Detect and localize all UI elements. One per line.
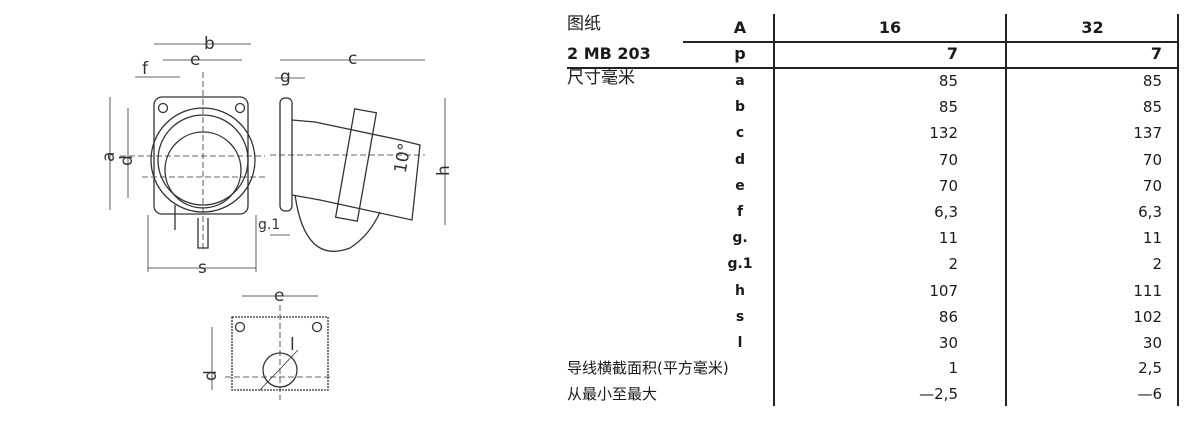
row-param: c xyxy=(735,125,745,142)
dim-label-a: a xyxy=(99,152,119,162)
row-value-v32: 85 xyxy=(1142,98,1162,117)
row-value-v32: 85 xyxy=(1142,72,1162,90)
row-value-v32: 30 xyxy=(1142,334,1162,352)
dim-label-h: h xyxy=(434,165,454,176)
row-value-v32: 70 xyxy=(1142,176,1162,195)
front-view xyxy=(109,43,265,272)
model-number: 2 MB 203 xyxy=(567,44,651,63)
header-32a: 32 xyxy=(1081,18,1104,37)
row-param: g.1 xyxy=(727,256,753,273)
header-param-a: A xyxy=(733,18,747,37)
row-param: a xyxy=(735,73,745,89)
side-view xyxy=(270,59,446,252)
row-value-v16: 30 xyxy=(938,334,958,352)
range-label: 从最小至最大 xyxy=(567,385,658,403)
row-param: f xyxy=(736,204,744,220)
row-value-v32: 102 xyxy=(1133,307,1162,326)
dim-label-d-cutout: d xyxy=(201,370,221,381)
poles-16a: 7 xyxy=(946,44,958,63)
cross-section-label: 导线横截面积(平方毫米) xyxy=(567,359,729,377)
row-value-v16: 86 xyxy=(938,307,958,326)
range-16a: —2,5 xyxy=(919,385,958,403)
dim-label-e-cutout: e xyxy=(274,286,284,306)
row-value-v16: 11 xyxy=(938,229,958,248)
dim-label-c: c xyxy=(348,49,357,69)
row-value-v32: 6,3 xyxy=(1138,203,1162,221)
row-value-v32: 2 xyxy=(1152,255,1162,274)
cross-section-16a: 1 xyxy=(948,359,958,377)
dimensions-label: 尺寸毫米 xyxy=(567,68,635,88)
poles-32a: 7 xyxy=(1150,44,1162,63)
row-value-v16: 85 xyxy=(938,72,958,90)
technical-drawing: b e f c g a d h g.1 s 10° e d l xyxy=(99,34,454,400)
dim-label-e: e xyxy=(190,50,200,70)
row-value-v16: 107 xyxy=(929,281,958,300)
panel-cutout-view xyxy=(211,295,330,400)
row-value-v32: 70 xyxy=(1142,150,1162,169)
dim-label-d: d xyxy=(117,155,137,166)
row-value-v16: 70 xyxy=(938,176,958,195)
table-title: 图纸 xyxy=(567,14,601,34)
cross-section-32a: 2,5 xyxy=(1138,359,1162,377)
dim-label-b: b xyxy=(204,34,215,54)
dim-label-g: g xyxy=(280,67,291,87)
row-value-v32: 11 xyxy=(1142,229,1162,248)
row-param: l xyxy=(737,335,743,351)
dim-label-f: f xyxy=(142,59,149,79)
row-param: b xyxy=(734,99,746,116)
dim-label-g1: g.1 xyxy=(258,217,280,233)
angle-label: 10° xyxy=(391,141,416,174)
row-value-v16: 6,3 xyxy=(934,203,958,221)
header-param-p: p xyxy=(734,44,746,63)
range-32a: —6 xyxy=(1137,385,1162,403)
row-param: e xyxy=(735,177,745,194)
row-value-v16: 85 xyxy=(938,98,958,117)
row-value-v16: 70 xyxy=(938,150,958,169)
row-value-v32: 137 xyxy=(1133,124,1162,143)
row-param: s xyxy=(735,308,745,325)
row-param: h xyxy=(735,282,745,299)
dim-label-s: s xyxy=(198,258,207,278)
row-value-v32: 111 xyxy=(1133,281,1162,300)
row-param: g. xyxy=(732,230,748,247)
row-value-v16: 132 xyxy=(929,124,958,143)
row-param: d xyxy=(734,151,746,168)
header-16a: 16 xyxy=(878,18,902,37)
dim-label-l: l xyxy=(290,335,295,355)
row-value-v16: 2 xyxy=(948,255,958,274)
